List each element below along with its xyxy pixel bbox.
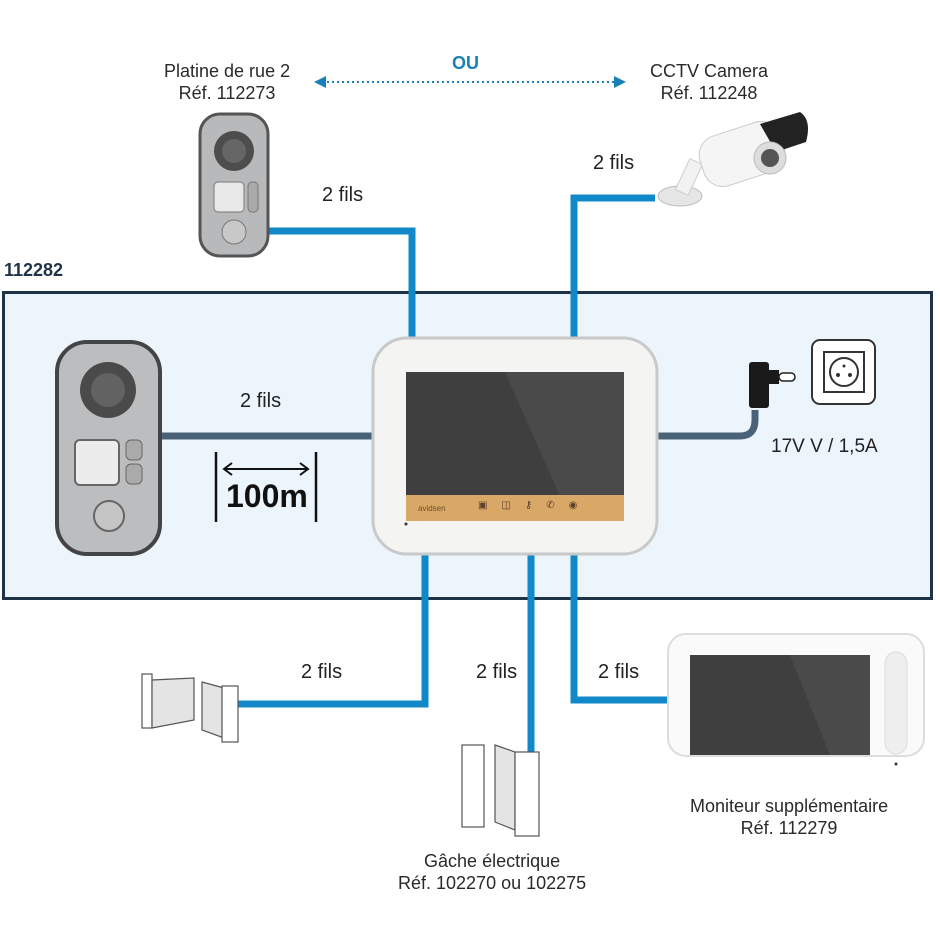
cctv-camera-name: CCTV Camera xyxy=(650,61,769,81)
monitor-buttons: ▣◫⚷✆◉ xyxy=(478,500,591,511)
gate-image xyxy=(141,673,239,743)
extra-monitor-name: Moniteur supplémentaire xyxy=(690,796,889,816)
wire-label-strike: 2 fils xyxy=(476,661,518,683)
electric-strike-label: Gâche électrique Réf. 102270 ou 102275 xyxy=(398,850,586,894)
snapshot-icon: ▣ xyxy=(478,500,502,511)
choice-label: OU xyxy=(452,53,479,73)
cctv-camera-label: CCTV Camera Réf. 112248 xyxy=(650,60,768,104)
wire-power xyxy=(656,410,759,440)
electric-strike-ref: Réf. 102270 ou 102275 xyxy=(398,873,587,893)
kit-reference: 112282 xyxy=(4,260,64,280)
wire-door-station-2 xyxy=(268,227,416,340)
extra-monitor-image xyxy=(667,633,925,766)
choice-arrow xyxy=(314,76,626,88)
wire-label-main-door-station: 2 fils xyxy=(240,390,282,412)
power-adapter-image xyxy=(749,362,796,408)
wire-gate xyxy=(238,550,429,708)
door-station-2-ref: Réf. 112273 xyxy=(178,83,276,103)
electric-strike-name: Gâche électrique xyxy=(424,851,561,871)
wire-cctv xyxy=(570,194,655,340)
cctv-camera-image xyxy=(657,112,808,207)
main-monitor-image xyxy=(371,336,659,556)
wire-label-gate: 2 fils xyxy=(301,661,343,683)
distance-marker xyxy=(214,452,318,522)
wire-label-cctv: 2 fils xyxy=(593,152,635,174)
extra-monitor-label: Moniteur supplémentaire Réf. 112279 xyxy=(690,795,888,839)
phone-icon: ✆ xyxy=(546,500,569,511)
key-icon: ⚷ xyxy=(524,500,547,511)
electric-strike-image xyxy=(461,744,540,837)
wall-socket-image xyxy=(811,339,876,405)
door-station-2-image xyxy=(198,112,270,258)
wire-label-door-station-2: 2 fils xyxy=(322,184,364,206)
door-station-2-name: Platine de rue 2 xyxy=(164,61,291,81)
main-door-station-image xyxy=(55,340,162,556)
cctv-camera-ref: Réf. 112248 xyxy=(660,83,758,103)
eye-icon: ◉ xyxy=(568,500,592,511)
extra-monitor-ref: Réf. 112279 xyxy=(740,818,838,838)
memory-icon: ◫ xyxy=(501,500,525,511)
wire-extra-monitor xyxy=(570,550,668,704)
door-station-2-label: Platine de rue 2 Réf. 112273 xyxy=(164,60,290,104)
wire-label-extra-monitor: 2 fils xyxy=(598,661,640,683)
monitor-brand: avidsen xyxy=(418,504,446,513)
power-supply-label: 17V V / 1,5A xyxy=(771,436,878,457)
max-distance-label: 100m xyxy=(226,478,308,514)
